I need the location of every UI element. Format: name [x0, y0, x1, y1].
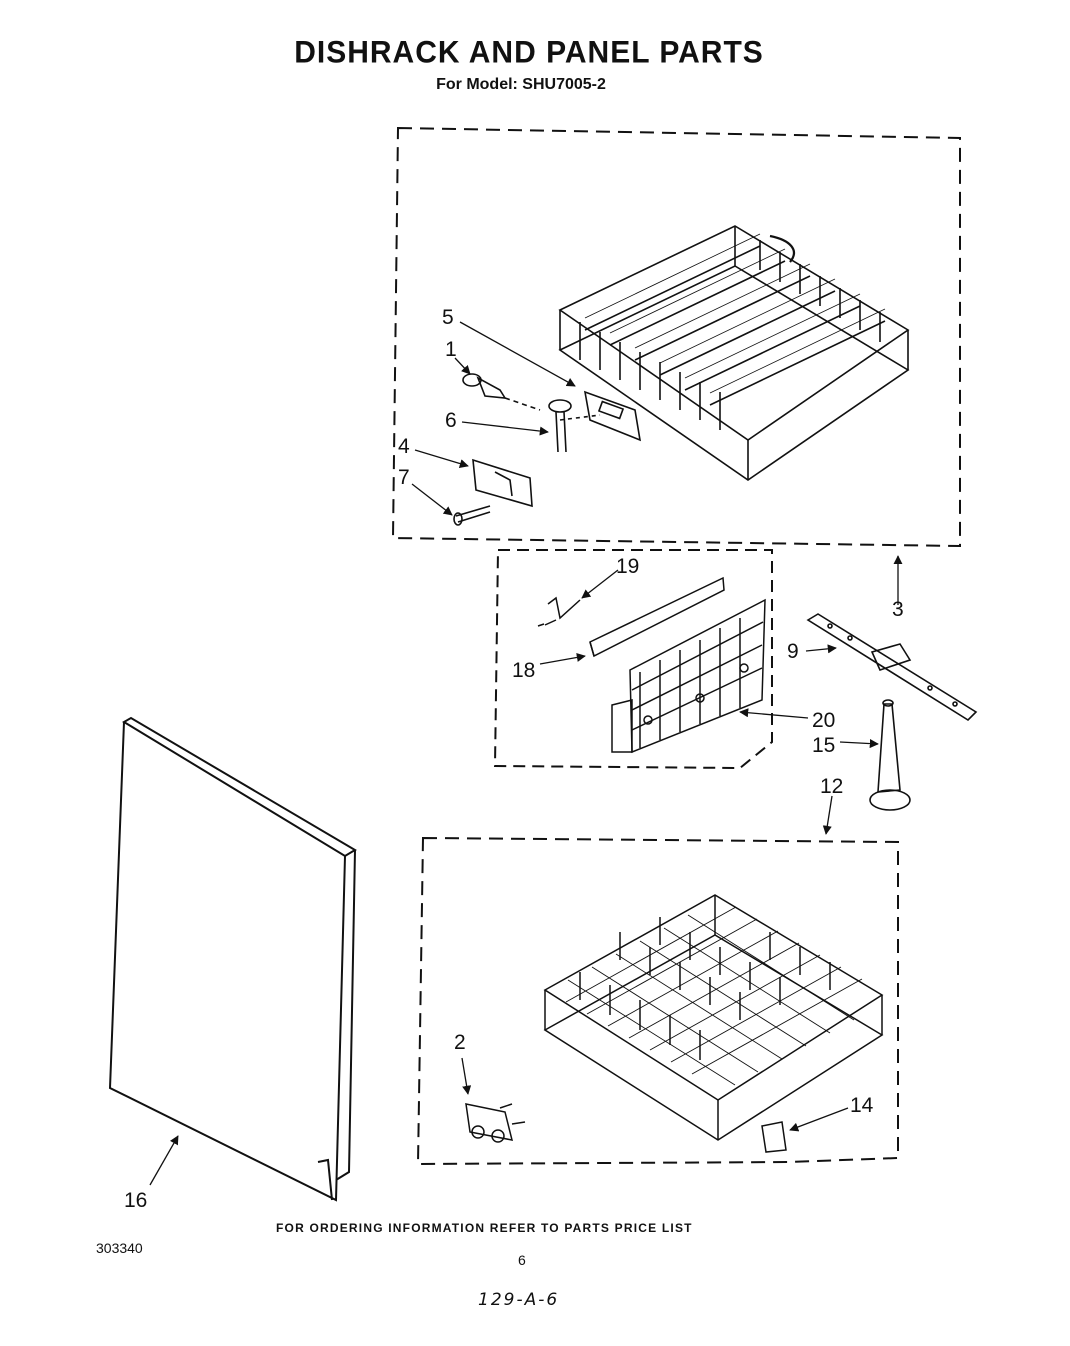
lower-rack-group-box: [416, 836, 899, 1166]
callout-16: 16: [124, 1189, 147, 1212]
callout-18: 18: [512, 659, 535, 682]
callout-2: 2: [454, 1031, 466, 1054]
callout-6: 6: [445, 409, 457, 432]
callout-14: 14: [850, 1094, 874, 1117]
spray-arm: [806, 613, 978, 722]
callout-20: 20: [812, 709, 835, 732]
panel-parts: [537, 576, 766, 754]
page-title: DISHRACK AND PANEL PARTS: [294, 35, 764, 70]
handwritten-note: 129-A-6: [478, 1290, 560, 1310]
callout-3: 3: [892, 598, 904, 621]
spray-tube: [869, 699, 911, 811]
rack-adjuster-parts: [453, 373, 642, 526]
callout-9: 9: [787, 640, 799, 663]
panel-group-box: [493, 549, 773, 770]
callout-12: 12: [820, 775, 843, 798]
callout-5: 5: [442, 306, 454, 329]
callout-1: 1: [445, 338, 457, 361]
callout-4: 4: [398, 435, 410, 458]
model-subtitle: For Model: SHU7005-2: [436, 76, 606, 93]
callout-15: 15: [812, 734, 835, 757]
upper-dishrack: [558, 225, 910, 481]
lower-dishrack: [543, 894, 884, 1141]
document-number: 303340: [96, 1240, 143, 1256]
upper-rack-group-box: [391, 126, 961, 548]
callout-7: 7: [398, 466, 410, 489]
lower-rack-parts: [465, 1103, 787, 1153]
page-number: 6: [518, 1252, 526, 1268]
ordering-note: FOR ORDERING INFORMATION REFER TO PARTS …: [276, 1221, 693, 1235]
door-panel: [108, 716, 357, 1202]
callout-19: 19: [616, 555, 639, 578]
